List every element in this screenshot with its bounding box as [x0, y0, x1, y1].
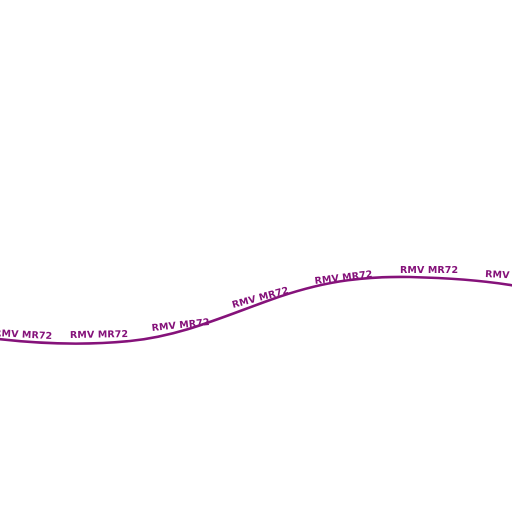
- route-line-rmv-mr72[interactable]: [0, 275, 512, 345]
- route-label: RMV MR72: [400, 265, 458, 276]
- route-label: RMV MR72: [485, 269, 512, 283]
- route-label: RMV MR72: [0, 328, 53, 342]
- route-label: RMV MR72: [70, 329, 128, 341]
